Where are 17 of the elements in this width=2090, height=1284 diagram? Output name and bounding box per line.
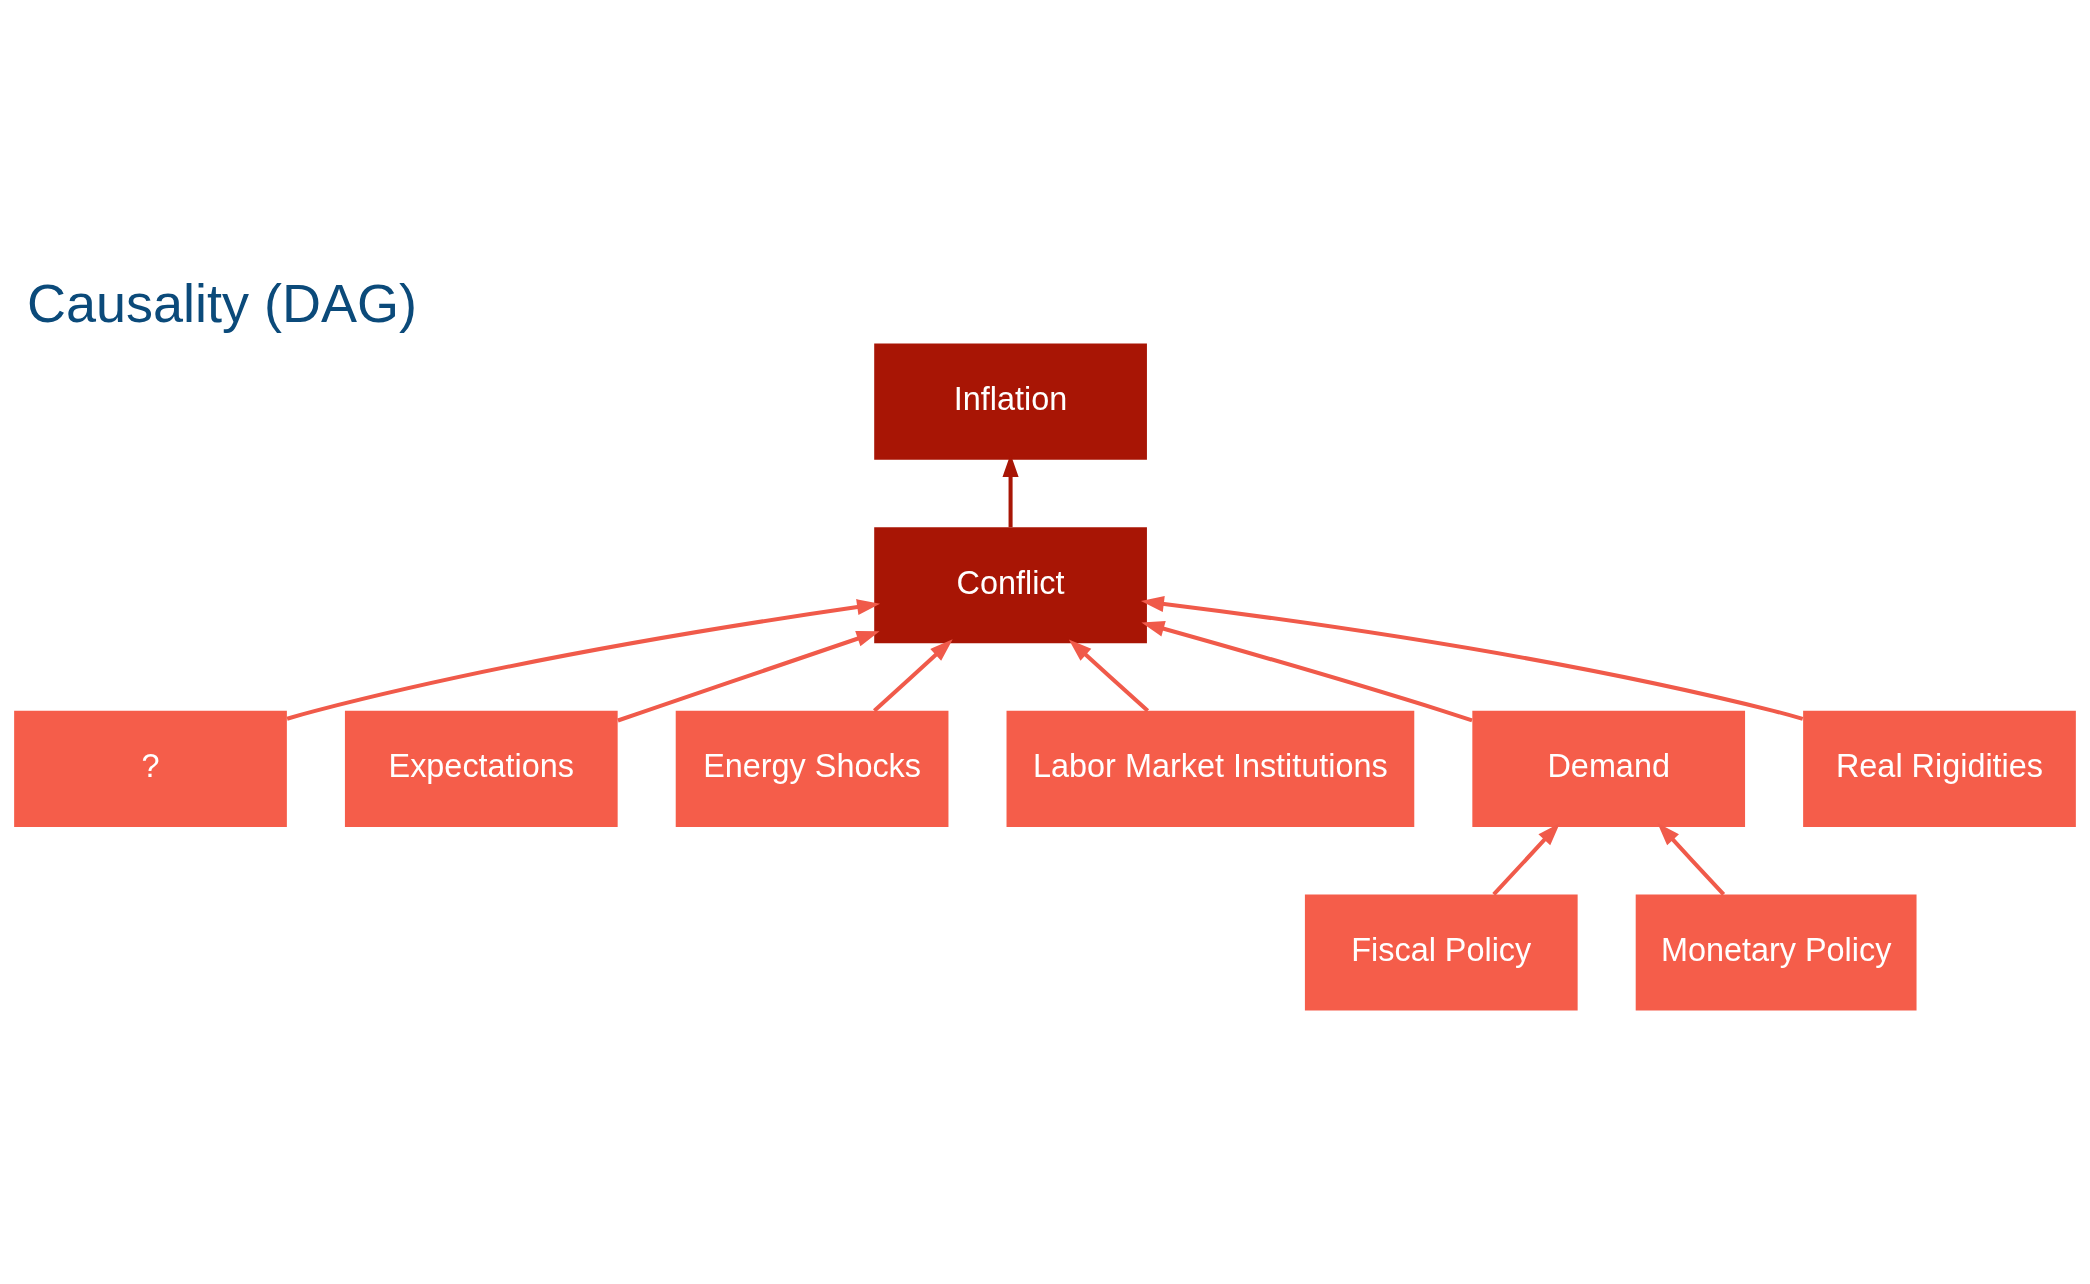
node-box: Energy Shocks <box>675 710 949 827</box>
node-box: Conflict <box>874 527 1147 644</box>
node-box: Expectations <box>344 710 618 827</box>
arrow <box>1068 639 1150 713</box>
node-box: Real Rigidities <box>1803 710 2076 827</box>
node-box: Labor Market Institutions <box>1006 710 1415 827</box>
arrow <box>1141 620 1473 723</box>
arrow <box>617 630 880 723</box>
node-box: Demand <box>1472 710 1746 827</box>
node-box: Inflation <box>874 343 1147 460</box>
arrow <box>1140 595 1804 721</box>
arrow <box>286 599 881 721</box>
node-box: Monetary Policy <box>1635 894 1917 1011</box>
node-box: ? <box>14 710 287 827</box>
diagram-title: Causality (DAG) <box>27 273 418 334</box>
arrow <box>873 639 953 713</box>
node-box: Fiscal Policy <box>1304 894 1578 1011</box>
